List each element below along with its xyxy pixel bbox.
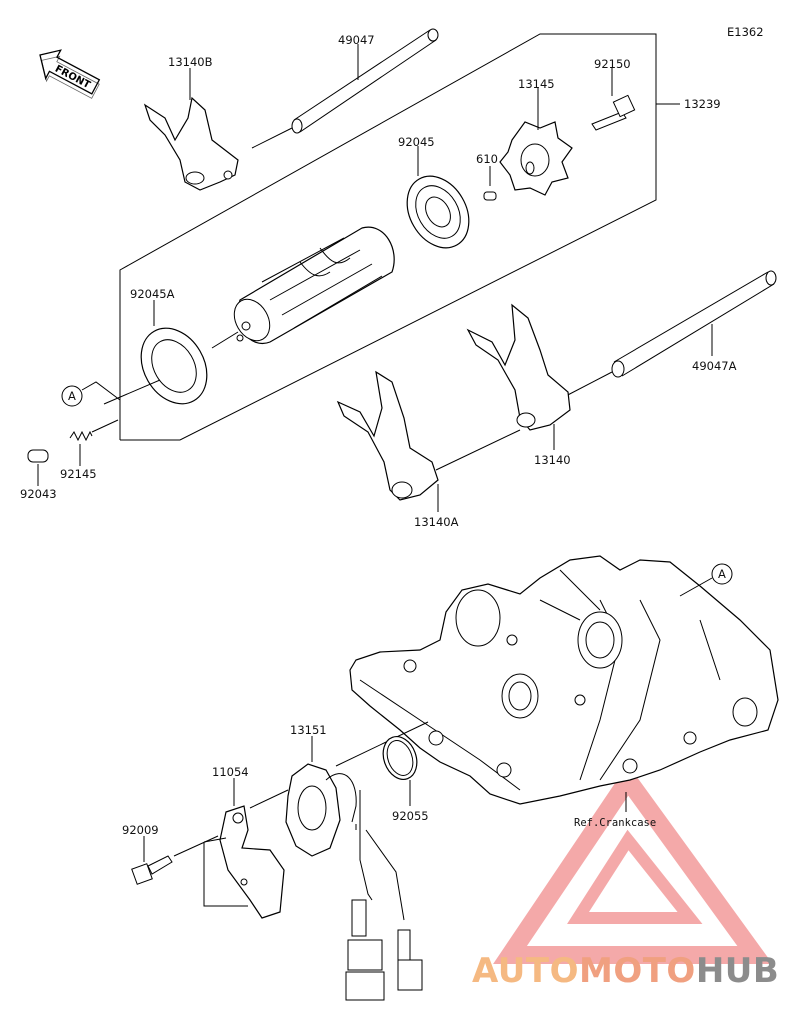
label-92145: 92145 bbox=[60, 467, 97, 481]
label-92150: 92150 bbox=[594, 57, 631, 71]
label-92009: 92009 bbox=[122, 823, 159, 837]
spring-92145 bbox=[69, 419, 119, 442]
crankcase bbox=[349, 555, 779, 805]
label-92045: 92045 bbox=[398, 135, 435, 149]
shift-rod-49047 bbox=[251, 28, 439, 149]
label-49047: 49047 bbox=[338, 33, 375, 47]
label-92043: 92043 bbox=[20, 487, 57, 501]
bearing-92045 bbox=[406, 175, 470, 249]
svg-text:A: A bbox=[718, 567, 726, 581]
label-13151: 13151 bbox=[290, 723, 327, 737]
diagram-code: E1362 bbox=[727, 25, 764, 39]
pin-610 bbox=[483, 191, 497, 201]
label-11054: 11054 bbox=[212, 765, 249, 779]
ref-marker-a-upper: A bbox=[61, 379, 161, 407]
label-13140A: 13140A bbox=[414, 515, 459, 529]
label-49047A: 49047A bbox=[692, 359, 737, 373]
watermark-logo: AUTOMOTOHUB bbox=[472, 764, 779, 991]
shift-drum bbox=[233, 226, 395, 345]
label-13140: 13140 bbox=[534, 453, 571, 467]
label-13145: 13145 bbox=[518, 77, 555, 91]
assembly-bracket-outline bbox=[119, 33, 657, 441]
label-92045A: 92045A bbox=[130, 287, 175, 301]
front-arrow-icon: FRONT bbox=[39, 49, 101, 99]
bolt-92009 bbox=[131, 855, 173, 885]
bracket-11054 bbox=[203, 805, 285, 919]
label-ref-crankcase: Ref.Crankcase bbox=[574, 817, 656, 829]
bolt-92150 bbox=[591, 94, 636, 131]
label-13140B: 13140B bbox=[168, 55, 213, 69]
shift-fork-13140A bbox=[336, 370, 521, 501]
svg-text:A: A bbox=[68, 389, 76, 403]
gear-position-sensor-13151 bbox=[285, 763, 423, 1001]
label-92055: 92055 bbox=[392, 809, 429, 823]
o-ring-92055 bbox=[382, 736, 418, 780]
pin-92043 bbox=[27, 449, 49, 463]
shift-fork-13140B bbox=[143, 96, 239, 191]
label-610: 610 bbox=[476, 152, 498, 166]
shift-drum-cam-13145 bbox=[499, 121, 573, 196]
shift-rod-49047A bbox=[561, 270, 777, 399]
watermark-text: AUTOMOTOHUB bbox=[472, 951, 779, 991]
label-13239: 13239 bbox=[684, 97, 721, 111]
shift-fork-13140 bbox=[466, 303, 571, 431]
bearing-92045A bbox=[140, 327, 208, 405]
ref-marker-a-lower: A bbox=[679, 563, 733, 597]
